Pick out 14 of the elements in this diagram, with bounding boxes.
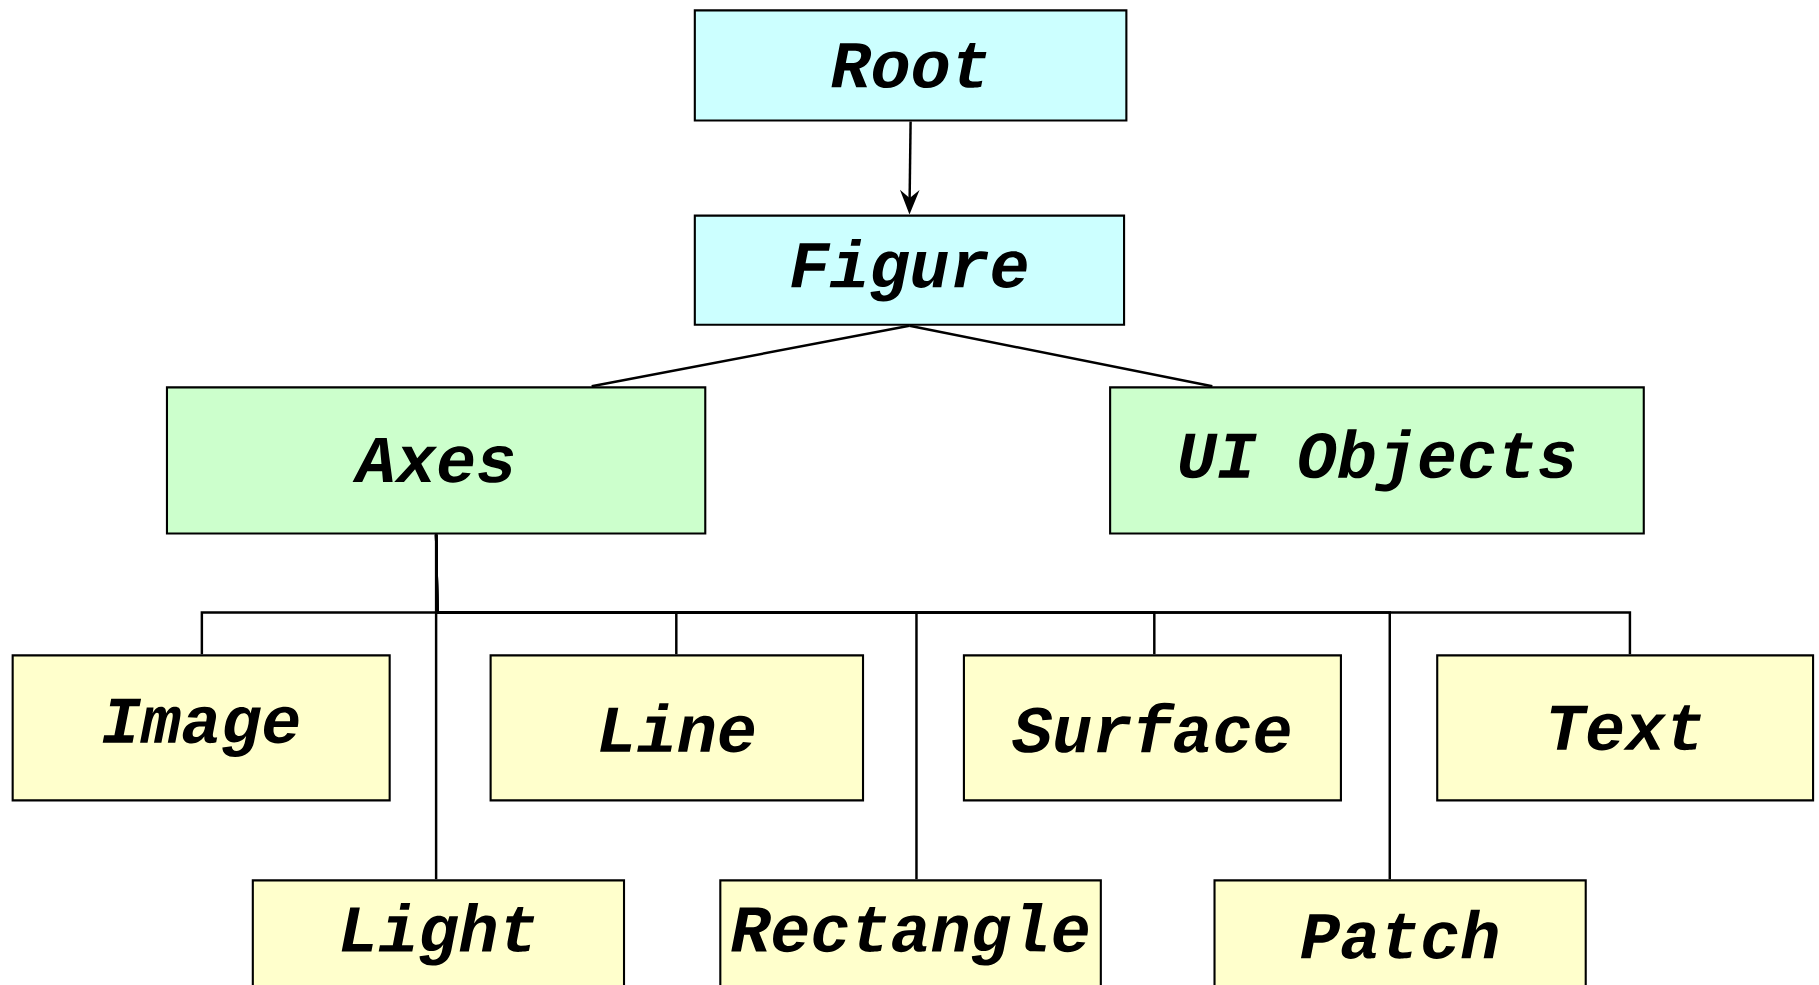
- class-box: UI Objects: [1109, 386, 1645, 535]
- class-box: Axes: [165, 386, 707, 535]
- class-box: Image: [11, 654, 391, 802]
- class-box: Surface: [962, 654, 1342, 802]
- connector-line: [434, 534, 1391, 880]
- class-box: Rectangle: [719, 879, 1102, 985]
- connector-line: [591, 324, 910, 388]
- class-box: Text: [1436, 654, 1815, 802]
- class-box: Patch: [1213, 879, 1587, 985]
- class-box: Figure: [693, 214, 1126, 326]
- class-box: Light: [251, 879, 626, 985]
- connector-line: [909, 324, 1213, 388]
- class-box: Line: [489, 654, 865, 802]
- class-box: Root: [693, 9, 1128, 122]
